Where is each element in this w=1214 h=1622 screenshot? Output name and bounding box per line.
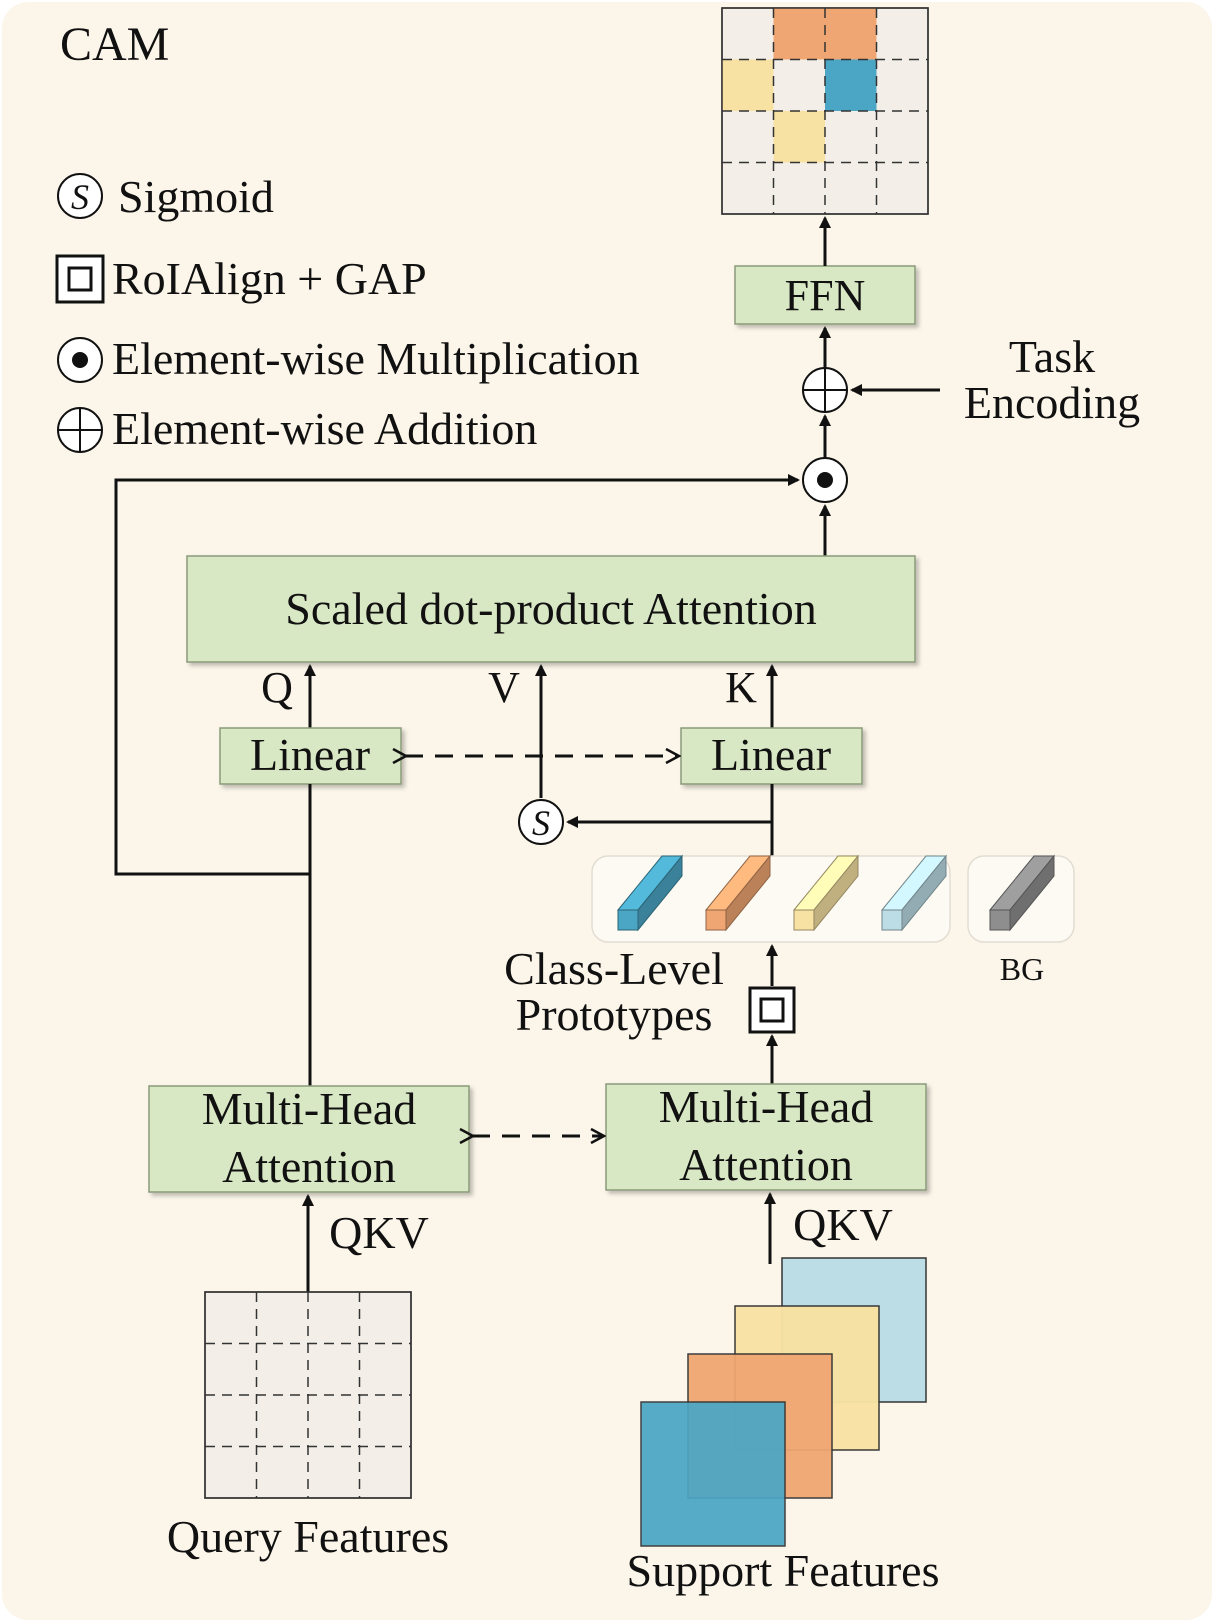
v-label: V: [488, 663, 520, 712]
roialign-node: [748, 986, 796, 1034]
mha-left-block: Multi-Head Attention: [148, 1083, 470, 1193]
grid-cell-blue: [825, 59, 877, 111]
task-encoding-label-1: Task: [1009, 331, 1095, 382]
light-blue-prototype: [880, 854, 948, 932]
ffn-label: FFN: [785, 271, 866, 320]
linear-right-block: Linear: [680, 727, 863, 785]
linear-right-label: Linear: [711, 729, 831, 780]
k-label: K: [725, 663, 757, 712]
addition-icon: [57, 407, 103, 453]
qkv-right-label: QKV: [793, 1199, 893, 1250]
multiplication-icon: [57, 337, 103, 383]
mha-right-label-1: Multi-Head: [659, 1081, 874, 1132]
bg-prototype-panel: [967, 854, 1075, 943]
sigmoid-icon: S: [57, 173, 103, 219]
query-features-label: Query Features: [167, 1511, 449, 1562]
legend-sigmoid-label: Sigmoid: [118, 171, 274, 222]
support-map-blue: [640, 1401, 786, 1547]
support-features-label: Support Features: [626, 1545, 939, 1596]
svg-text:S: S: [532, 803, 550, 843]
multiplication-node: [802, 457, 848, 503]
orange-prototype: [704, 854, 772, 932]
linear-left-block: Linear: [219, 727, 402, 785]
legend-roialign-label: RoIAlign + GAP: [112, 253, 427, 304]
scaled-attention-label: Scaled dot-product Attention: [285, 583, 816, 634]
q-label: Q: [261, 663, 293, 712]
addition-node: [802, 367, 848, 413]
mha-right-block: Multi-Head Attention: [605, 1081, 927, 1191]
grid-cell-yellow: [773, 111, 825, 163]
task-encoding-label-2: Encoding: [964, 377, 1140, 428]
scaled-attention-block: Scaled dot-product Attention: [186, 555, 916, 663]
roialign-icon: [55, 254, 105, 304]
legend-addition-label: Element-wise Addition: [112, 403, 537, 454]
legend-multiplication-label: Element-wise Multiplication: [112, 333, 640, 384]
mha-right-label-2: Attention: [679, 1139, 853, 1190]
prototypes-panel: [591, 854, 951, 943]
linear-left-label: Linear: [250, 729, 370, 780]
ffn-block: FFN: [734, 265, 916, 325]
query-feature-grid: [204, 1291, 412, 1499]
diagram-title: CAM: [60, 18, 169, 71]
bg-label: BG: [1000, 951, 1044, 987]
skip-connection: [114, 474, 800, 876]
svg-text:S: S: [71, 177, 89, 217]
grid-cell-yellow: [722, 59, 774, 111]
qkv-left-label: QKV: [329, 1207, 429, 1258]
mha-left-label-2: Attention: [222, 1141, 396, 1192]
sigmoid-node: S: [518, 799, 564, 845]
grid-cell-orange: [825, 8, 877, 60]
grid-cell-orange: [773, 8, 825, 60]
bg-prototype: [988, 854, 1056, 932]
prototypes-label-2: Prototypes: [516, 989, 713, 1040]
support-feature-stack: [640, 1257, 927, 1547]
blue-prototype: [616, 854, 684, 932]
yellow-prototype: [792, 854, 860, 932]
output-grid: [721, 7, 929, 215]
prototypes-label-1: Class-Level: [504, 943, 724, 994]
legend: S Sigmoid RoIAlign + GAP Element-wise Mu…: [55, 171, 640, 454]
mha-left-label-1: Multi-Head: [202, 1083, 417, 1134]
